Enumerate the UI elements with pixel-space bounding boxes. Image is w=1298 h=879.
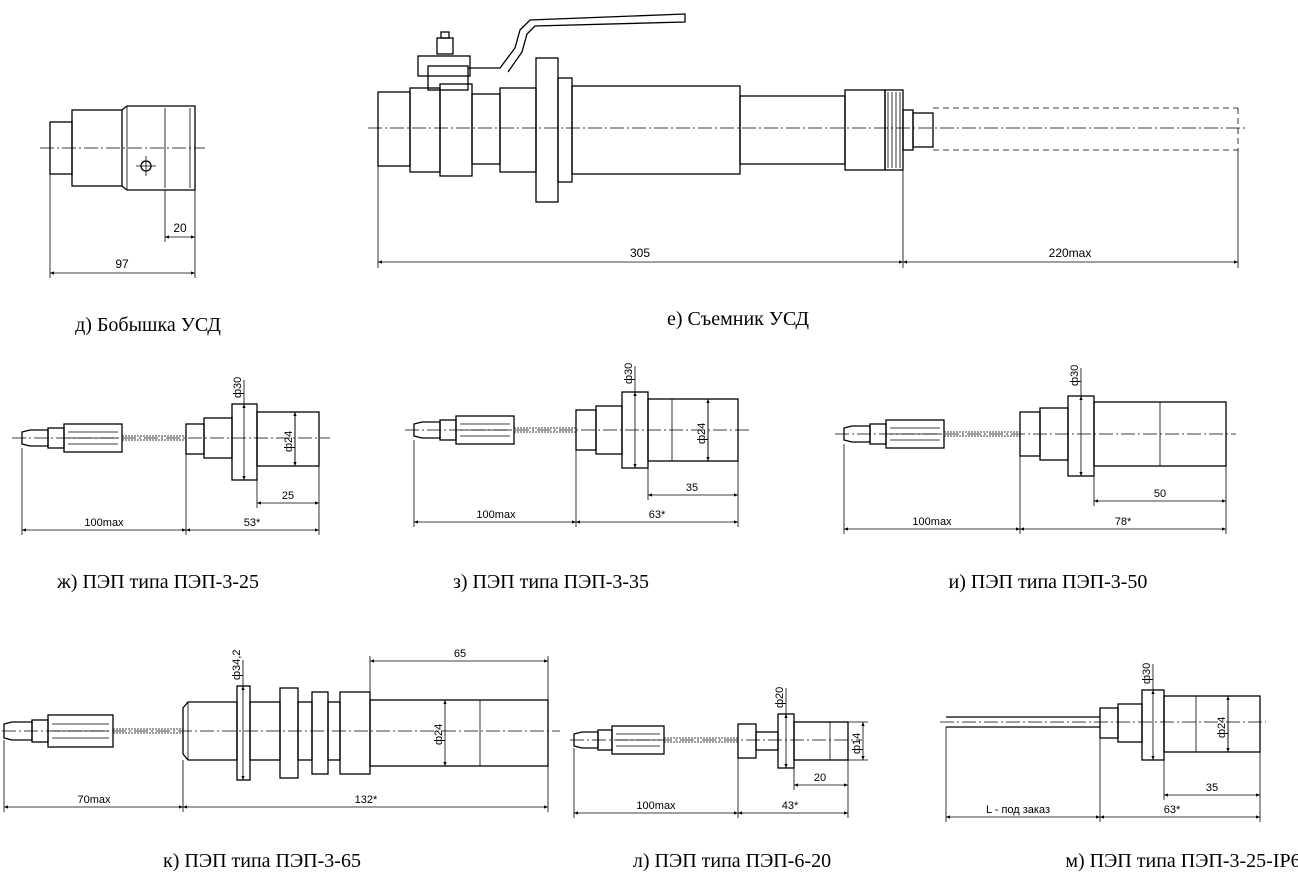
dimension-tip: 35 <box>1206 782 1218 794</box>
dimension-cable: 100max <box>636 800 676 812</box>
dimension-tip: 50 <box>1154 488 1166 500</box>
dimension-tip: 65 <box>454 648 466 660</box>
caption-pep-3-65: к) ПЭП типа ПЭП-3-65 <box>163 850 361 872</box>
dimension-cable: 100max <box>912 516 952 528</box>
puller-drawing: 305 220max <box>368 13 1245 268</box>
dimension-body: 78* <box>1115 516 1132 528</box>
caption-pep-3-25-ip68: м) ПЭП типа ПЭП-3-25-IP68 <box>1065 850 1298 872</box>
transducer-pep-3-25-ip68: ф30 ф24 35 L - под заказ 63* <box>940 663 1266 822</box>
transducer-pep-6-20: ф20 ф14 20 100max 43* <box>570 687 868 818</box>
dimension-body: 63* <box>649 509 666 521</box>
caption-pep-3-35: з) ПЭП типа ПЭП-3-35 <box>453 571 649 593</box>
dimension-tip: 35 <box>686 482 698 494</box>
transducer-pep-3-25: ф30 ф24 25 100max 53* <box>12 377 330 535</box>
dimension-body: 53* <box>244 517 261 529</box>
dimension-body: 43* <box>782 800 799 812</box>
caption-pep-3-50: и) ПЭП типа ПЭП-3-50 <box>949 571 1148 593</box>
dimension-body: 63* <box>1164 804 1181 816</box>
caption-puller: е) Съемник УСД <box>667 308 809 330</box>
dimension-flange-diameter: ф20 <box>774 687 786 708</box>
boss-drawing: 20 97 <box>40 105 205 278</box>
dimension-body-diameter: ф14 <box>851 733 863 754</box>
dimension-cable: L - под заказ <box>986 804 1050 816</box>
dimension-tip: 25 <box>282 490 294 502</box>
transducer-pep-3-50: ф30 50 100max 78* <box>835 365 1236 534</box>
dimension-flange-diameter: ф30 <box>1141 663 1153 684</box>
transducer-pep-3-35: ф30 ф24 35 100max 63* <box>405 363 750 527</box>
dimension-length: 305 <box>630 246 650 260</box>
dimension-cable: 100max <box>476 509 516 521</box>
caption-pep-6-20: л) ПЭП типа ПЭП-6-20 <box>633 850 831 872</box>
dimension-length: 97 <box>115 257 129 271</box>
dimension-body: 132* <box>355 794 378 806</box>
dimension-body-diameter: ф24 <box>1216 717 1228 738</box>
transducer-pep-3-65: ф34,2 ф24 65 70max 132* <box>2 648 560 812</box>
dimension-extension: 220max <box>1049 246 1092 260</box>
dimension-flange-diameter: ф30 <box>1069 365 1081 386</box>
dimension-flange-diameter: ф30 <box>232 377 244 398</box>
caption-pep-3-25: ж) ПЭП типа ПЭП-3-25 <box>56 571 259 593</box>
dimension-cable: 70max <box>77 794 111 806</box>
dimension-body-diameter: ф24 <box>283 431 295 452</box>
dimension-thread: 20 <box>173 221 187 235</box>
dimension-body-diameter: ф24 <box>696 423 708 444</box>
dimension-tip: 20 <box>814 772 826 784</box>
caption-boss: д) Бобышка УСД <box>75 314 221 336</box>
dimension-flange-diameter: ф34,2 <box>231 650 243 680</box>
dimension-body-diameter: ф24 <box>433 724 445 745</box>
dimension-flange-diameter: ф30 <box>623 363 635 384</box>
dimension-cable: 100max <box>84 517 124 529</box>
